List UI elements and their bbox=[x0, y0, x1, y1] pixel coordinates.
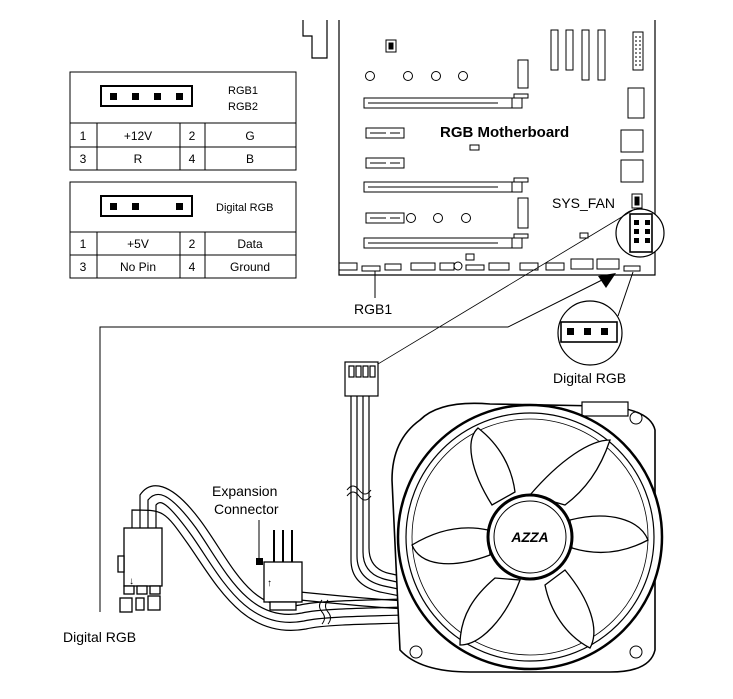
expansion-label-line1: Expansion bbox=[212, 483, 277, 499]
rgb1-to-fan-wire bbox=[372, 208, 636, 368]
digital-rgb-label-left: Digital RGB bbox=[63, 629, 136, 645]
digital-rgb-route bbox=[99, 277, 607, 612]
rgb-pin-4-signal: B bbox=[246, 152, 254, 166]
motherboard-title: RGB Motherboard bbox=[440, 124, 569, 141]
digital-table-rows: 1 +5V 2 Data 3 No Pin 4 Ground bbox=[80, 237, 270, 274]
rgb-fan: AZZA bbox=[391, 401, 664, 673]
fan-rgb-plug bbox=[344, 361, 379, 397]
sys-fan-label: SYS_FAN bbox=[552, 195, 615, 211]
rgb-pin-2: 2 bbox=[189, 129, 196, 143]
fan-rgb-cable bbox=[346, 396, 427, 601]
digital-rgb-callout-line bbox=[617, 271, 634, 317]
expansion-label-line2: Connector bbox=[214, 501, 279, 517]
rgb-header-icon bbox=[100, 85, 193, 107]
rgb-pin-3-signal: R bbox=[134, 152, 143, 166]
digital-rgb-route-arrow bbox=[598, 273, 616, 288]
motherboard-chips bbox=[469, 144, 589, 239]
digital-rgb-table-label: Digital RGB bbox=[216, 202, 273, 214]
motherboard-components bbox=[338, 29, 645, 272]
digital-rgb-label-right: Digital RGB bbox=[553, 370, 626, 386]
arrow-down-icon: ↓ bbox=[129, 576, 134, 587]
digital-pin-4: 4 bbox=[189, 260, 196, 274]
digital-pin-2: 2 bbox=[189, 237, 196, 251]
fan-logo: AZZA bbox=[510, 529, 548, 545]
digital-rgb-magnifier bbox=[557, 300, 623, 366]
digital-pin-3: 3 bbox=[80, 260, 87, 274]
digital-pin-4-signal: Ground bbox=[230, 260, 270, 274]
digital-rgb-female-connector bbox=[117, 527, 163, 613]
sys-fan-magnifier bbox=[615, 208, 665, 258]
rgb-label-1: RGB1 bbox=[228, 85, 258, 97]
splitter-cable bbox=[131, 485, 441, 631]
digital-pin-1-signal: +5V bbox=[127, 237, 149, 251]
rgb1-label: RGB1 bbox=[354, 301, 392, 317]
expansion-pin-marker bbox=[256, 558, 263, 565]
arrow-up-icon: ↑ bbox=[267, 578, 272, 589]
rgb-pin-2-signal: G bbox=[245, 129, 254, 143]
rgb-pin-1-signal: +12V bbox=[124, 129, 152, 143]
rgb-pin-4: 4 bbox=[189, 152, 196, 166]
digital-pinout-table bbox=[69, 181, 297, 279]
rgb-pin-3: 3 bbox=[80, 152, 87, 166]
expansion-connector bbox=[263, 530, 303, 611]
digital-pin-2-signal: Data bbox=[237, 237, 263, 251]
rgb-label-2: RGB2 bbox=[228, 101, 258, 113]
digital-header-icon bbox=[100, 195, 193, 217]
rgb-pinout-table bbox=[69, 71, 297, 171]
digital-pin-1: 1 bbox=[80, 237, 87, 251]
motherboard-outline bbox=[302, 20, 656, 276]
rgb-table-rows: 1 +12V 2 G 3 R 4 B bbox=[80, 129, 255, 166]
digital-pin-3-signal: No Pin bbox=[120, 260, 156, 274]
rgb-pin-1: 1 bbox=[80, 129, 87, 143]
